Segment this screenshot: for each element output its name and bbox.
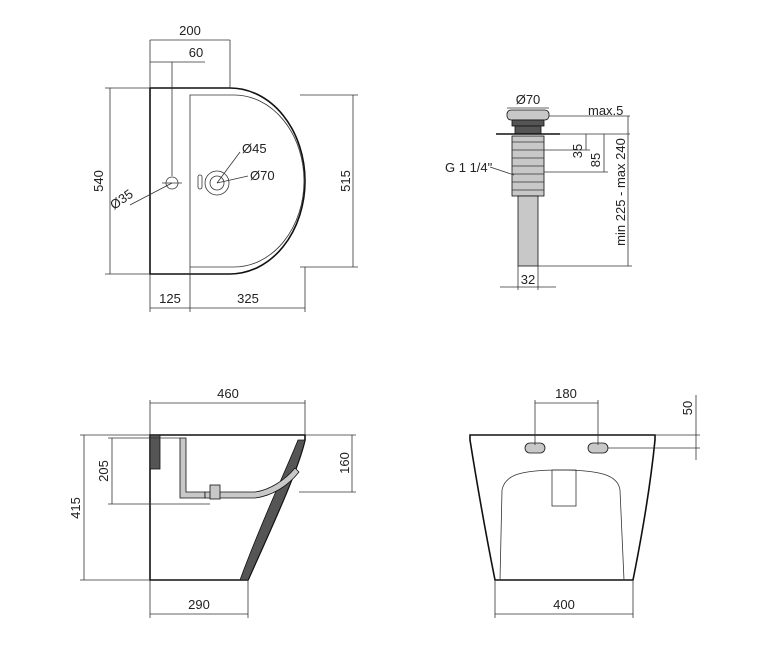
dim-50: 50 [680,401,695,415]
dim-d45: Ø45 [242,141,267,156]
side-shell [239,439,306,581]
dim-515: 515 [338,170,353,192]
dim-max5: max.5 [588,103,623,118]
dim-400: 400 [553,597,575,612]
top-view: 200 60 540 515 Ø35 Ø45 Ø70 125 325 [91,23,358,312]
dim-125: 125 [159,291,181,306]
dim-85: 85 [588,153,603,167]
dim-540: 540 [91,170,106,192]
dim-325: 325 [237,291,259,306]
drain-outer [204,170,230,196]
dim-460: 460 [217,386,239,401]
dim-205: 205 [96,460,111,482]
dim-160: 160 [337,452,352,474]
dim-200: 200 [179,23,201,38]
dim-180: 180 [555,386,577,401]
side-outline [149,434,306,581]
dim-32: 32 [521,272,535,287]
drain-view: Ø70 max.5 35 85 min 225 - max 240 G 1 1/… [445,92,632,290]
back-opening [499,469,625,581]
side-drain-pipe [179,437,206,499]
basin-outline [149,87,306,275]
side-wall-stub [149,434,161,470]
dim-thread: G 1 1/4" [445,160,493,175]
dim-range: min 225 - max 240 [613,138,628,246]
drain-pipe [517,195,539,267]
inner-bowl [189,94,305,268]
dim-drain-d70: Ø70 [516,92,541,107]
overflow-slot [197,174,203,190]
dim-d70: Ø70 [250,168,275,183]
dim-d35: Ø35 [107,186,136,212]
dim-290: 290 [188,597,210,612]
dim-60: 60 [189,45,203,60]
back-spout [551,469,577,507]
dim-415: 415 [68,497,83,519]
side-view: 460 205 160 415 290 [68,386,356,618]
dim-35: 35 [570,144,585,158]
drain-cap [506,109,550,121]
drain-inner [209,175,225,191]
back-view: 180 50 400 [469,386,700,618]
back-outline [469,434,656,581]
